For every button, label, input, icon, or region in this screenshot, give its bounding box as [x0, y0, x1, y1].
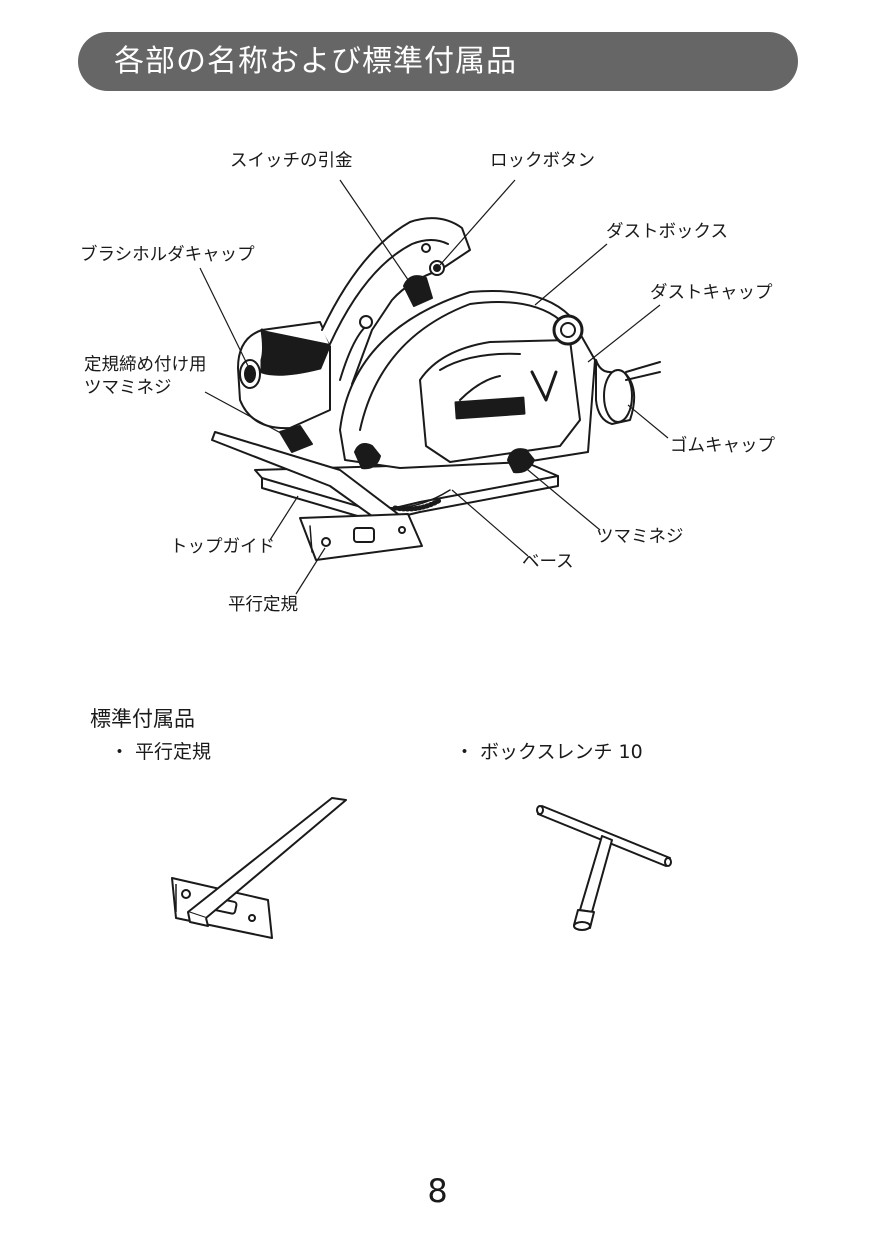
leader-brush-holder-cap — [199, 267, 251, 371]
leader-switch-trigger — [339, 179, 416, 291]
callout-parallel-ruler: 平行定規 — [228, 595, 298, 615]
callout-knob-screw: ツマミネジ — [596, 527, 684, 547]
callout-brush-holder-cap: ブラシホルダキャップ — [80, 245, 255, 265]
box-wrench-drawing — [536, 805, 672, 931]
leader-base — [451, 489, 529, 557]
leader-dust-box — [534, 243, 608, 306]
leader-parallel-ruler — [295, 547, 326, 595]
accessories-title: 標準付属品 — [90, 707, 195, 731]
circular-saw-diagram — [199, 179, 669, 595]
callout-ruler-knob-line1: 定規締め付け用 — [84, 355, 207, 375]
callout-ruler-knob-line2: ツマミネジ — [84, 378, 172, 398]
leader-top-guide — [269, 495, 299, 541]
callout-lock-button: ロックボタン — [490, 151, 595, 171]
accessory-parallel-ruler-label: ・ 平行定規 — [110, 741, 212, 763]
callout-dust-box: ダストボックス — [606, 222, 728, 242]
leader-knob-screw — [521, 464, 601, 531]
callout-rubber-cap: ゴムキャップ — [670, 436, 775, 456]
callout-base: ベース — [522, 552, 574, 572]
page-title: 各部の名称および標準付属品 — [114, 44, 517, 79]
page-number: 8 — [427, 1172, 448, 1210]
callout-switch-trigger: スイッチの引金 — [230, 151, 353, 171]
leader-dust-cap — [587, 304, 661, 363]
callout-dust-cap: ダストキャップ — [650, 283, 773, 303]
parallel-ruler-drawing — [171, 797, 347, 939]
leader-rubber-cap — [627, 404, 669, 439]
leader-lock-button — [439, 179, 516, 266]
leader-ruler-knob — [204, 391, 291, 439]
header-bar: 各部の名称および標準付属品 — [78, 32, 798, 91]
accessory-box-wrench-label: ・ ボックスレンチ 10 — [455, 741, 643, 763]
callout-top-guide: トップガイド — [170, 537, 275, 557]
